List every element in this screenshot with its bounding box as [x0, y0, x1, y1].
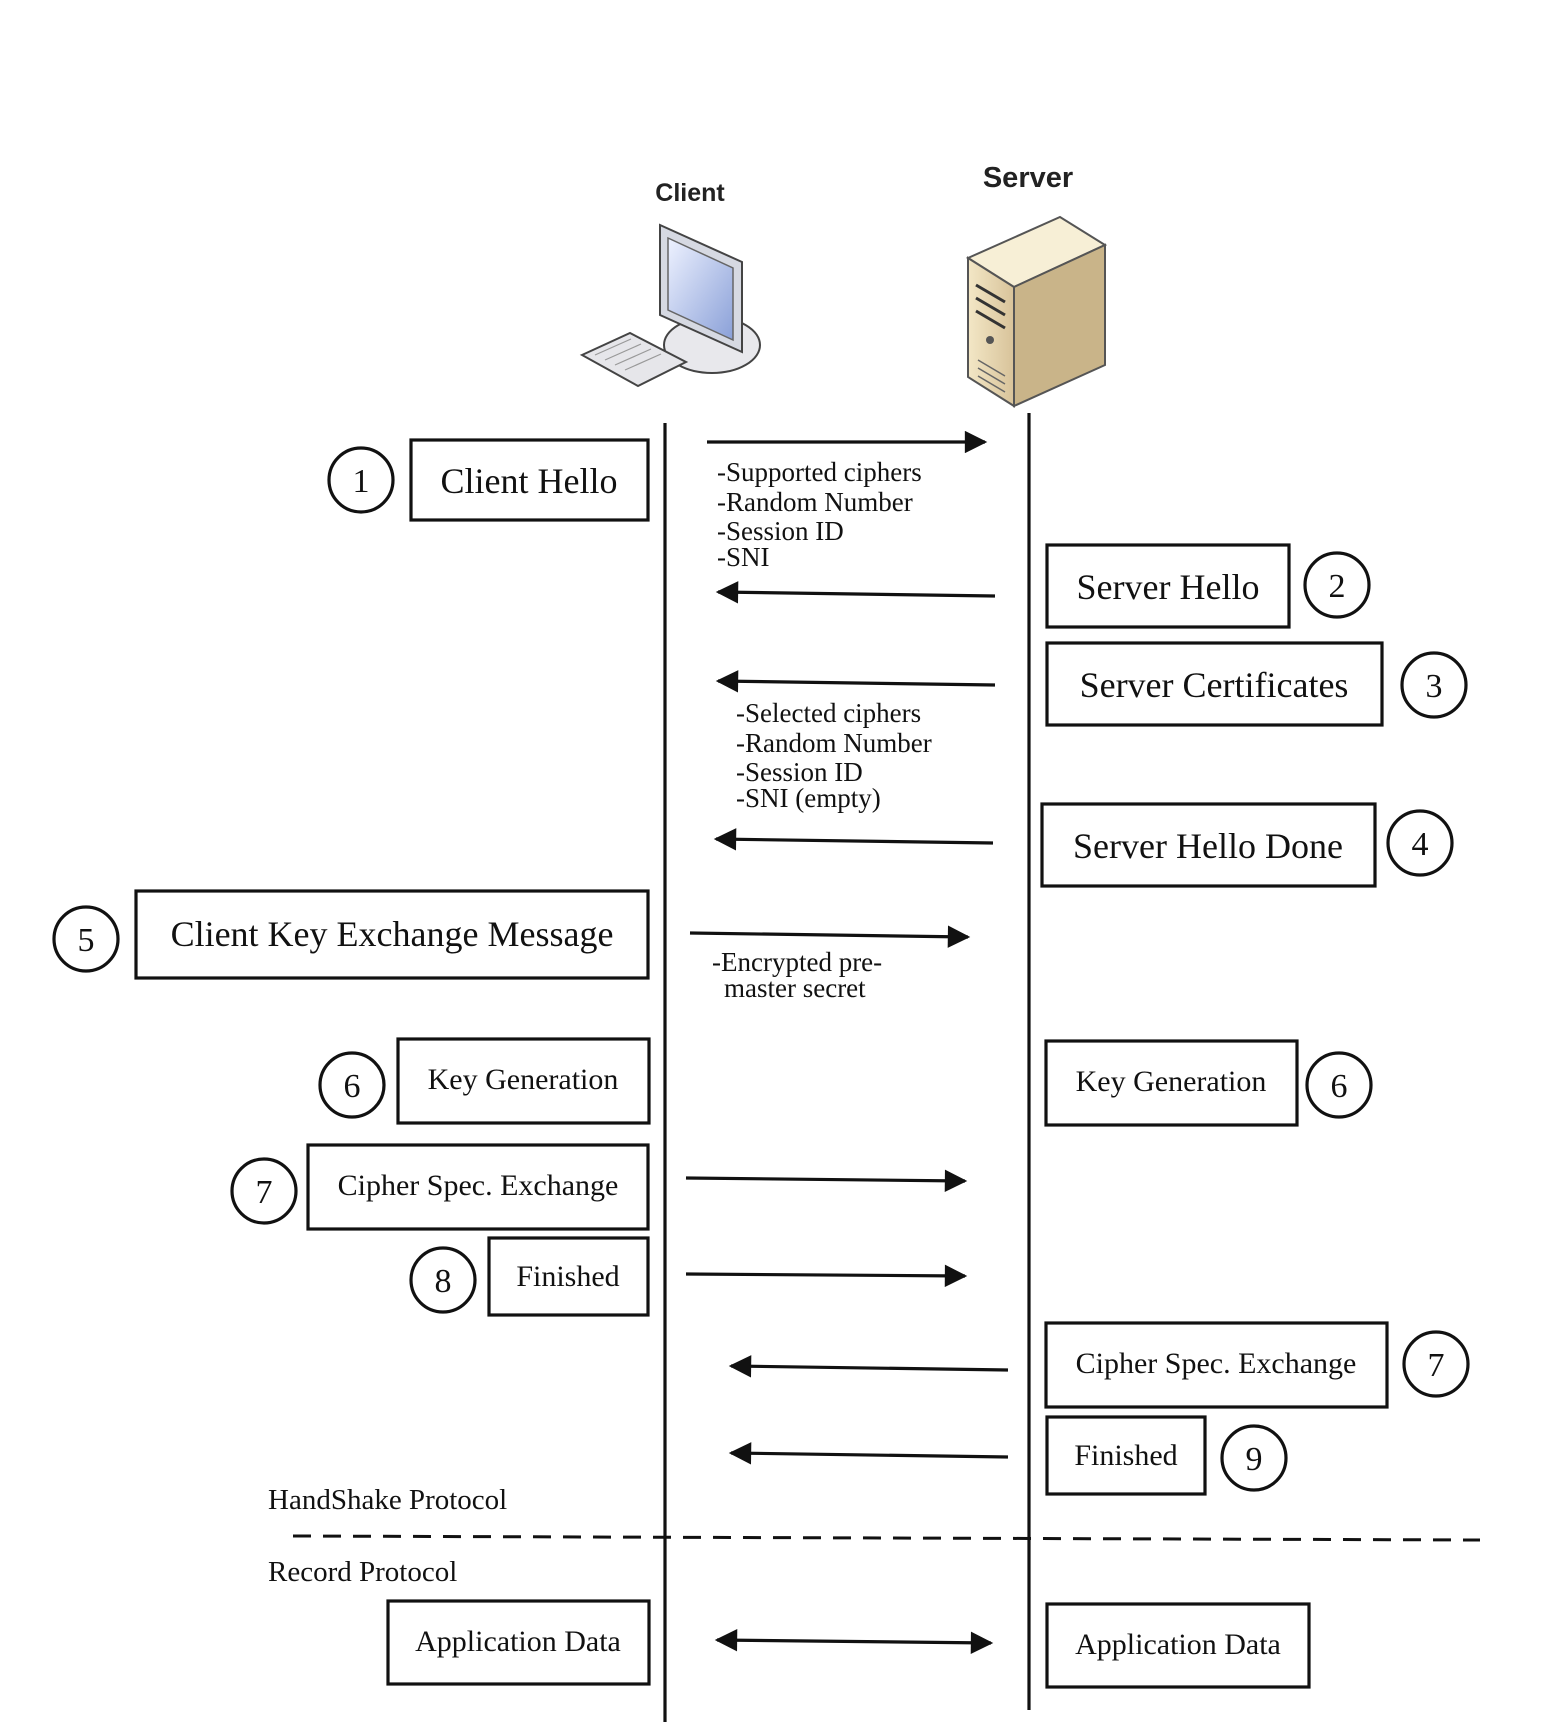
note-line: -Encrypted pre-: [712, 947, 882, 977]
handshake-protocol-label: HandShake Protocol: [268, 1484, 507, 1516]
step-client-hello: 1 Client Hello: [327, 438, 650, 522]
server-tower-icon: [965, 215, 1108, 408]
client-hello-box: [409, 438, 650, 522]
arrow-application-data: [714, 1629, 994, 1654]
server-hello-notes: -Selected ciphers -Random Number -Sessio…: [736, 698, 932, 813]
step-server-finished: Finished 9: [1045, 1415, 1288, 1496]
client-cipher-spec-box: [306, 1143, 650, 1231]
server-cipher-spec-box: [1044, 1321, 1389, 1409]
step-1-number: 1: [353, 463, 370, 500]
client-key-generation-box: [396, 1037, 651, 1125]
note-line: -Random Number: [736, 728, 932, 758]
server-finished-box: [1045, 1415, 1207, 1496]
server-cipher-spec-label: Cipher Spec. Exchange: [1076, 1347, 1357, 1380]
server-key-generation-label: Key Generation: [1076, 1065, 1267, 1098]
step-7-badge: [1402, 1330, 1470, 1398]
step-5-number: 5: [78, 922, 95, 959]
client-application-data-box: [386, 1599, 651, 1686]
server-application-data-label: Application Data: [1075, 1628, 1281, 1661]
step-server-key-generation: Key Generation 6: [1044, 1039, 1373, 1127]
arrow-client-cipher-spec: [685, 1169, 968, 1192]
client-hello-label: Client Hello: [441, 461, 618, 501]
client-title: Client: [655, 179, 725, 207]
step-5-badge: [52, 905, 120, 973]
server-application-data: Application Data: [1045, 1602, 1311, 1689]
step-4-number: 4: [1412, 826, 1429, 863]
step-6-number: 6: [344, 1068, 361, 1105]
server-application-data-box: [1045, 1602, 1311, 1689]
arrow-server-hello: [715, 581, 996, 604]
arrow-server-certificates: [715, 670, 996, 693]
client-cipher-spec-label: Cipher Spec. Exchange: [338, 1169, 619, 1202]
step-6-badge: [1305, 1051, 1373, 1119]
client-key-exchange-label: Client Key Exchange Message: [171, 914, 614, 954]
record-protocol-label: Record Protocol: [268, 1556, 457, 1588]
step-3-number: 3: [1426, 668, 1443, 705]
note-line: -Session ID: [717, 516, 844, 546]
step-6-badge: [318, 1051, 386, 1119]
server-finished-label: Finished: [1074, 1439, 1177, 1472]
note-line: -SNI (empty): [736, 783, 881, 813]
note-line: -Selected ciphers: [736, 698, 921, 728]
step-7-number: 7: [256, 1174, 273, 1211]
client-key-generation-label: Key Generation: [428, 1063, 619, 1096]
key-exchange-notes: -Encrypted pre- master secret: [712, 947, 882, 1003]
step-2-number: 2: [1329, 568, 1346, 605]
note-line: -SNI: [717, 542, 770, 572]
client-hello-notes: -Supported ciphers -Random Number -Sessi…: [717, 457, 922, 572]
server-hello-done-label: Server Hello Done: [1073, 826, 1343, 866]
step-8-number: 8: [435, 1263, 452, 1300]
client-application-data: Application Data: [386, 1599, 651, 1686]
server-key-generation-box: [1044, 1039, 1299, 1127]
server-hello-box: [1045, 543, 1291, 629]
client-finished-label: Finished: [516, 1260, 619, 1293]
note-line: master secret: [724, 973, 866, 1003]
step-7-number: 7: [1428, 1347, 1445, 1384]
arrow-client-key-exchange: [689, 925, 971, 948]
desktop-computer-icon: [579, 223, 761, 388]
arrow-server-hello-done: [713, 828, 994, 851]
server-title: Server: [983, 162, 1073, 194]
step-2-badge: [1303, 551, 1371, 619]
step-6-number: 6: [1331, 1068, 1348, 1105]
step-client-key-generation: 6 Key Generation: [318, 1037, 651, 1125]
server-certificates-box: [1045, 641, 1384, 727]
protocol-divider: [292, 1534, 1481, 1542]
arrow-server-finished: [728, 1442, 1009, 1465]
step-server-hello: Server Hello 2: [1045, 543, 1371, 629]
step-server-cipher-spec: Cipher Spec. Exchange 7: [1044, 1321, 1470, 1409]
step-client-cipher-spec: 7 Cipher Spec. Exchange: [230, 1143, 650, 1231]
client-application-data-label: Application Data: [415, 1625, 621, 1658]
step-4-badge: [1386, 809, 1454, 877]
client-key-exchange-box: [134, 889, 650, 980]
step-client-key-exchange: 5 Client Key Exchange Message: [52, 889, 650, 980]
client-finished-box: [487, 1236, 650, 1317]
server-hello-done-box: [1040, 802, 1377, 888]
step-9-number: 9: [1246, 1441, 1263, 1478]
step-1-badge: [327, 446, 395, 514]
step-server-certificates: Server Certificates 3: [1045, 641, 1468, 727]
server-certificates-label: Server Certificates: [1080, 665, 1349, 705]
step-9-badge: [1220, 1424, 1288, 1492]
step-8-badge: [409, 1246, 477, 1314]
step-7-badge: [230, 1157, 298, 1225]
step-client-finished: 8 Finished: [409, 1236, 650, 1317]
server-hello-label: Server Hello: [1077, 567, 1260, 607]
arrow-client-finished: [685, 1264, 968, 1288]
note-line: -Supported ciphers: [717, 457, 922, 487]
note-line: -Session ID: [736, 757, 863, 787]
step-server-hello-done: Server Hello Done 4: [1040, 802, 1454, 888]
step-3-badge: [1400, 651, 1468, 719]
note-line: -Random Number: [717, 487, 913, 517]
arrow-server-cipher-spec: [728, 1355, 1009, 1378]
